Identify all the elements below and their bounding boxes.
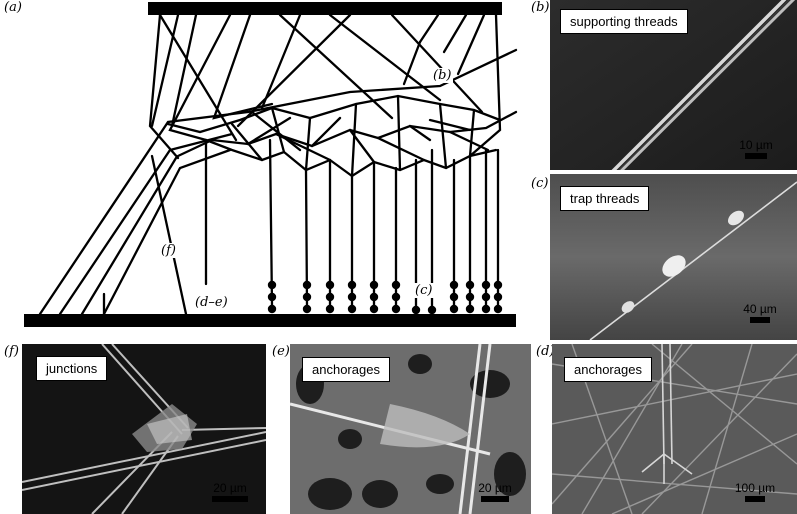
scale-text-f: 20 µm bbox=[213, 481, 247, 495]
scale-line-b bbox=[745, 153, 767, 159]
label-b-in-diagram: (b) bbox=[431, 68, 454, 83]
top-substrate bbox=[148, 2, 502, 15]
scale-line-d bbox=[745, 496, 765, 502]
trap-threads-label: trap threads bbox=[560, 186, 650, 211]
anchorages-label-e: anchorages bbox=[302, 357, 390, 382]
bottom-substrate bbox=[24, 314, 516, 327]
scale-line-c bbox=[750, 317, 770, 323]
scale-line-f bbox=[212, 496, 248, 502]
panel-a-letter: (a) bbox=[4, 0, 22, 15]
scale-line-e bbox=[481, 496, 509, 502]
scale-bar-c: 40 µm bbox=[738, 302, 782, 323]
panel-f-letter: (f) bbox=[4, 344, 19, 359]
panel-b-letter: (b) bbox=[531, 0, 550, 15]
panel-c-letter: (c) bbox=[531, 176, 549, 191]
scale-text-e: 20 µm bbox=[478, 481, 512, 495]
scale-bar-e: 20 µm bbox=[473, 481, 517, 502]
micrograph-anchorages-d: anchorages 100 µm bbox=[552, 344, 797, 514]
label-de-in-diagram: (d–e) bbox=[193, 295, 230, 310]
label-c-in-diagram: (c) bbox=[413, 283, 435, 298]
scale-bar-b: 10 µm bbox=[734, 138, 778, 159]
scale-text-c: 40 µm bbox=[743, 302, 777, 316]
anchorages-label-d: anchorages bbox=[564, 357, 652, 382]
supporting-threads-label: supporting threads bbox=[560, 9, 688, 34]
supporting-threads bbox=[38, 13, 518, 316]
label-f-in-diagram: (f) bbox=[159, 243, 178, 258]
scale-text-d: 100 µm bbox=[734, 481, 776, 495]
junctions-label: junctions bbox=[36, 356, 108, 381]
panel-d-letter: (d) bbox=[536, 344, 555, 359]
scale-bar-d: 100 µm bbox=[728, 481, 782, 502]
panel-e-letter: (e) bbox=[272, 344, 290, 359]
micrograph-supporting-threads: supporting threads 10 µm bbox=[550, 0, 797, 170]
scale-text-b: 10 µm bbox=[739, 138, 773, 152]
glue-droplets bbox=[267, 280, 503, 315]
trap-threads bbox=[268, 138, 500, 310]
scale-bar-f: 20 µm bbox=[208, 481, 252, 502]
micrograph-anchorages-e: anchorages 20 µm bbox=[290, 344, 531, 514]
micrograph-junctions: junctions 20 µm bbox=[22, 344, 266, 514]
micrograph-trap-threads: trap threads 40 µm bbox=[550, 174, 797, 340]
